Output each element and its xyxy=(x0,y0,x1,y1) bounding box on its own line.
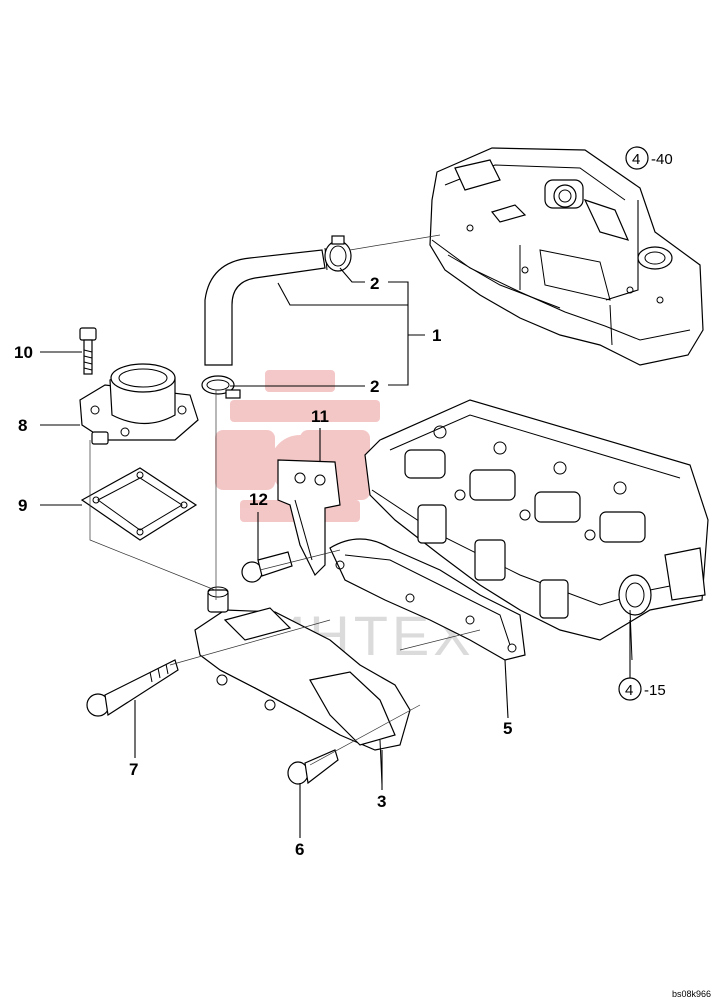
bolt-12 xyxy=(241,551,293,583)
reference-4-40: 4 -40 xyxy=(625,146,673,170)
callout-12: 12 xyxy=(249,490,268,509)
callout-labels: 1 2 2 3 5 6 7 8 9 10 11 12 xyxy=(14,274,512,859)
callout-9: 9 xyxy=(18,496,27,515)
rocker-cover xyxy=(429,147,704,366)
leader-lines xyxy=(40,200,639,838)
reference-4-15-suffix: -15 xyxy=(644,682,666,699)
cylinder-head xyxy=(364,399,709,661)
exhaust-gasket xyxy=(329,538,526,661)
callout-2-upper: 2 xyxy=(370,274,379,293)
callout-7: 7 xyxy=(129,760,138,779)
thermostat-cover xyxy=(79,363,199,445)
hose-clamp-lower xyxy=(201,375,241,399)
assembly-guide-lines xyxy=(89,234,481,766)
callout-2-lower: 2 xyxy=(370,377,379,396)
callout-8: 8 xyxy=(18,416,27,435)
callout-6: 6 xyxy=(295,840,304,859)
reference-4-40-suffix: -40 xyxy=(651,151,673,168)
reference-4-15: 4 -15 xyxy=(618,677,666,701)
callout-1: 1 xyxy=(432,326,441,345)
callout-10: 10 xyxy=(14,343,33,362)
callout-5: 5 xyxy=(503,719,512,738)
drawing-code: bs08k966 xyxy=(672,989,711,999)
reference-4-40-group: 4 xyxy=(632,151,640,168)
bracket-11 xyxy=(277,459,341,577)
callout-11: 11 xyxy=(311,407,329,426)
bolt-7 xyxy=(86,659,179,717)
bolt-10 xyxy=(79,327,97,375)
bolt-6 xyxy=(287,749,339,785)
hose-clamp-upper xyxy=(324,235,352,272)
thermostat-gasket xyxy=(80,467,198,541)
reference-4-15-group: 4 xyxy=(625,682,633,699)
breather-hose xyxy=(204,247,328,366)
exhaust-manifold xyxy=(194,586,411,786)
callout-3: 3 xyxy=(377,792,386,811)
